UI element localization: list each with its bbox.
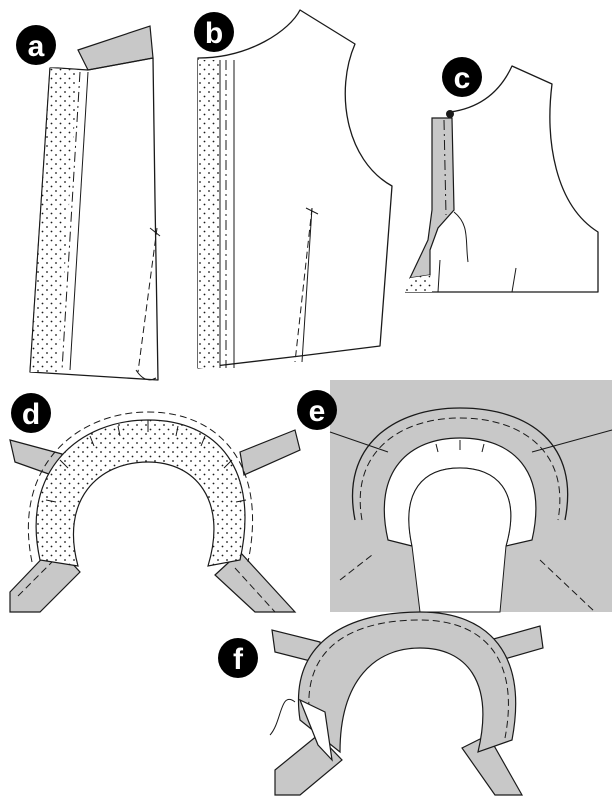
interfacing-strip-b — [198, 60, 220, 368]
dart-b — [294, 207, 313, 363]
badge-f: f — [218, 638, 258, 678]
collar-band-f — [297, 611, 517, 754]
panel-a — [29, 25, 161, 381]
lining-fold-f — [298, 698, 333, 762]
dart-a — [137, 227, 158, 373]
badge-a: a — [16, 25, 56, 65]
facing-strip-c — [408, 117, 455, 279]
badge-b: b — [194, 12, 234, 52]
panel-b — [197, 9, 393, 369]
panel-c — [405, 65, 599, 293]
badge-e: e — [297, 390, 337, 430]
fold-line-a — [61, 71, 81, 371]
collar-band-d — [35, 419, 246, 567]
badge-f-label: f — [233, 643, 244, 676]
front-piece-c — [405, 65, 599, 293]
interfacing-strip-a — [30, 68, 78, 372]
collar-piece-a — [77, 25, 154, 71]
badge-e-label: e — [309, 395, 326, 428]
panel-d — [9, 411, 301, 613]
collar-band-e — [351, 407, 569, 521]
panel-f — [269, 611, 544, 796]
pin-marker-c — [446, 110, 454, 118]
interfacing-c — [405, 275, 432, 292]
badge-c: c — [442, 57, 482, 97]
badge-d: d — [11, 393, 51, 433]
badge-c-label: c — [454, 62, 471, 95]
badge-b-label: b — [205, 17, 223, 50]
stitch-line-d — [27, 411, 253, 563]
badge-a-label: a — [28, 30, 45, 63]
front-piece-b — [197, 9, 393, 369]
panel-e — [329, 380, 613, 613]
badge-d-label: d — [22, 398, 40, 431]
